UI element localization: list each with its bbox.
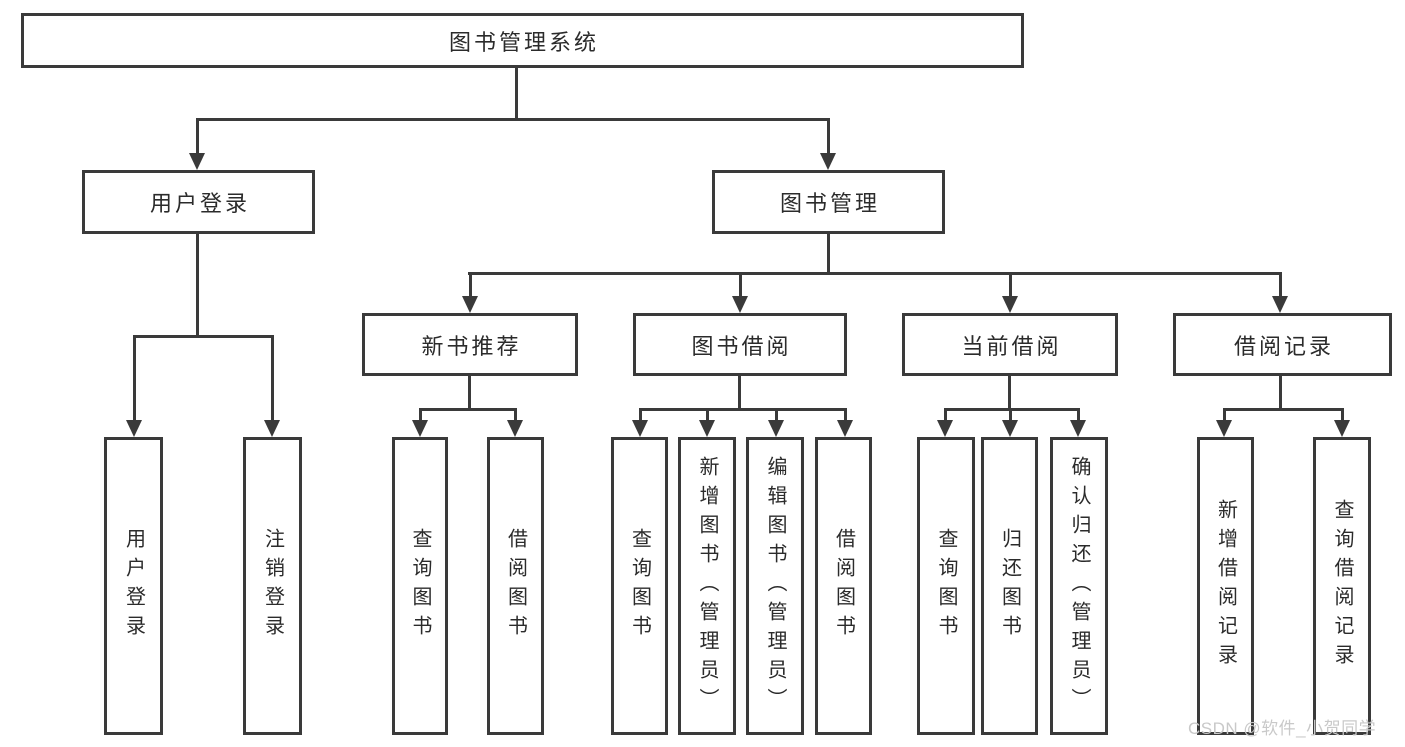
connector-level1-hline (196, 118, 830, 121)
leaf-label: 确认归还（管理员） (1068, 455, 1090, 717)
connector-level3-hline (468, 272, 1282, 275)
arrow-to-current-borrowing (1002, 272, 1018, 313)
node-library-system: 图书管理系统 (21, 13, 1024, 68)
node-label: 借阅记录 (1233, 333, 1334, 359)
leaf-label: 新增借阅记录 (1214, 499, 1237, 673)
leaf-query-books-borrowing: 查询图书 (611, 437, 668, 735)
arrow-to-new-book-recommend (462, 272, 478, 313)
leaf-edit-books-admin: 编辑图书（管理员） (746, 437, 804, 735)
node-label: 图书管理系统 (448, 29, 599, 55)
leaf-confirm-return-admin: 确认归还（管理员） (1050, 437, 1108, 735)
node-book-borrowing: 图书借阅 (633, 313, 847, 376)
arrow-to-add-borrow-record (1216, 408, 1232, 437)
connector-borrowing-hline (639, 408, 847, 411)
arrow-to-query-books-recommend (412, 408, 428, 437)
connector-recommend-stem (468, 376, 471, 408)
leaf-query-borrow-record: 查询借阅记录 (1313, 437, 1371, 735)
node-book-management: 图书管理 (712, 170, 945, 234)
leaf-borrow-books-borrowing: 借阅图书 (815, 437, 872, 735)
leaf-label: 借阅图书 (504, 528, 527, 644)
leaf-query-books-current: 查询图书 (917, 437, 975, 735)
node-borrowing-records: 借阅记录 (1173, 313, 1392, 376)
arrow-to-user-login (189, 118, 205, 170)
connector-user-hline (133, 335, 274, 338)
leaf-add-books-admin: 新增图书（管理员） (678, 437, 736, 735)
arrow-to-query-books-current (937, 408, 953, 437)
leaf-user-login: 用户登录 (104, 437, 163, 735)
node-label: 当前借阅 (961, 333, 1062, 359)
leaf-borrow-books-recommend: 借阅图书 (487, 437, 544, 735)
leaf-add-borrow-record: 新增借阅记录 (1197, 437, 1254, 735)
connector-records-stem (1279, 376, 1282, 408)
leaf-label: 编辑图书（管理员） (764, 455, 786, 717)
node-label: 图书借阅 (691, 333, 792, 359)
arrow-to-confirm-return-admin (1070, 408, 1086, 437)
arrow-to-borrow-books-recommend (507, 408, 523, 437)
connector-root-stem (515, 68, 518, 118)
arrow-to-borrowing-records (1272, 272, 1288, 313)
arrow-to-book-management (820, 118, 836, 170)
connector-current-hline (944, 408, 1079, 411)
leaf-label: 查询图书 (935, 528, 957, 644)
leaf-label: 查询图书 (628, 528, 651, 644)
leaf-label: 新增图书（管理员） (696, 455, 718, 717)
connector-user-stem (196, 234, 199, 335)
arrow-to-leaf-logout (264, 335, 280, 437)
arrow-to-borrow-books-borrowing (837, 408, 853, 437)
node-label: 图书管理 (779, 191, 880, 216)
connector-borrowing-stem (738, 376, 741, 408)
leaf-label: 查询借阅记录 (1331, 499, 1353, 673)
connector-records-hline (1223, 408, 1343, 411)
leaf-logout: 注销登录 (243, 437, 302, 735)
arrow-to-query-borrow-record (1334, 408, 1350, 437)
node-user-login: 用户登录 (82, 170, 315, 234)
leaf-label: 借阅图书 (832, 528, 855, 644)
arrow-to-return-books (1002, 408, 1018, 437)
leaf-label: 用户登录 (122, 528, 145, 644)
connector-current-stem (1008, 376, 1011, 408)
node-new-book-recommend: 新书推荐 (362, 313, 578, 376)
connector-recommend-hline (419, 408, 517, 411)
arrow-to-leaf-user-login (126, 335, 142, 437)
leaf-return-books: 归还图书 (981, 437, 1038, 735)
leaf-query-books-recommend: 查询图书 (392, 437, 448, 735)
leaf-label: 注销登录 (261, 528, 284, 644)
node-label: 新书推荐 (421, 333, 522, 359)
arrow-to-query-books-borrowing (632, 408, 648, 437)
node-label: 用户登录 (149, 191, 250, 216)
node-current-borrowing: 当前借阅 (902, 313, 1118, 376)
leaf-label: 归还图书 (998, 528, 1021, 644)
connector-mgmt-stem (827, 234, 830, 272)
leaf-label: 查询图书 (409, 528, 431, 644)
arrow-to-edit-books-admin (768, 408, 784, 437)
csdn-watermark: CSDN @软件_小贺同学 (1188, 719, 1377, 738)
arrow-to-book-borrowing (732, 272, 748, 313)
arrow-to-add-books-admin (699, 408, 715, 437)
